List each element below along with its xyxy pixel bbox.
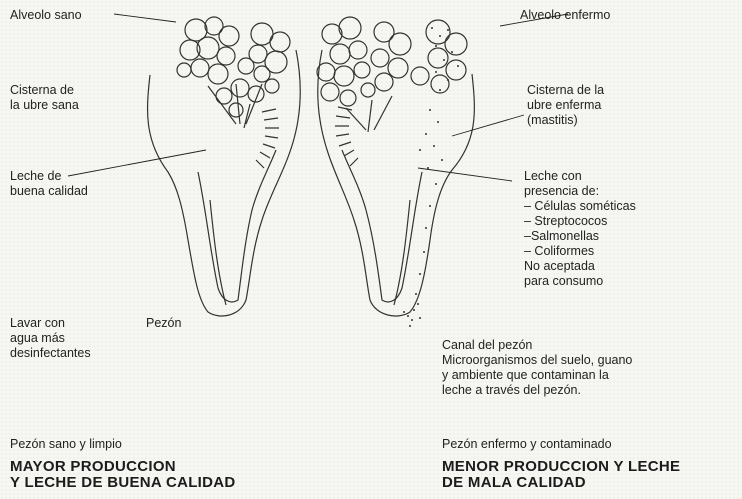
- label-pezon-sano: Pezón sano y limpio: [10, 437, 122, 452]
- label-canal-pezon: Canal del pezón Microorganismos del suel…: [442, 338, 632, 398]
- infected-teat-inner: [342, 150, 422, 302]
- infected-ducts: [346, 96, 392, 132]
- label-alveolo-enfermo: Alveolo enfermo: [520, 8, 610, 23]
- label-pezon: Pezón: [146, 316, 181, 331]
- label-pezon-enfermo: Pezón enfermo y contaminado: [442, 437, 612, 452]
- label-leche-contaminada: Leche con presencia de: – Células sométi…: [524, 169, 636, 289]
- label-lavar: Lavar con agua más desinfectantes: [10, 316, 91, 361]
- label-cisterna-enferma: Cisterna de la ubre enferma (mastitis): [527, 83, 604, 128]
- infected-udder-outline: [318, 50, 475, 316]
- healthy-ducts: [208, 84, 262, 128]
- healthy-alveoli: [177, 17, 290, 117]
- label-alveolo-sano: Alveolo sano: [10, 8, 82, 23]
- infected-cistern-ribs: [335, 107, 358, 166]
- label-cisterna-sana: Cisterna de la ubre sana: [10, 83, 79, 113]
- result-healthy: MAYOR PRODUCCION Y LECHE DE BUENA CALIDA…: [10, 459, 236, 491]
- label-leche-buena: Leche de buena calidad: [10, 169, 88, 199]
- infected-alveoli: [317, 17, 467, 106]
- healthy-cistern-ribs: [256, 109, 279, 168]
- healthy-teat-inner: [198, 150, 276, 302]
- result-infected: MENOR PRODUCCION Y LECHE DE MALA CALIDAD: [442, 459, 680, 491]
